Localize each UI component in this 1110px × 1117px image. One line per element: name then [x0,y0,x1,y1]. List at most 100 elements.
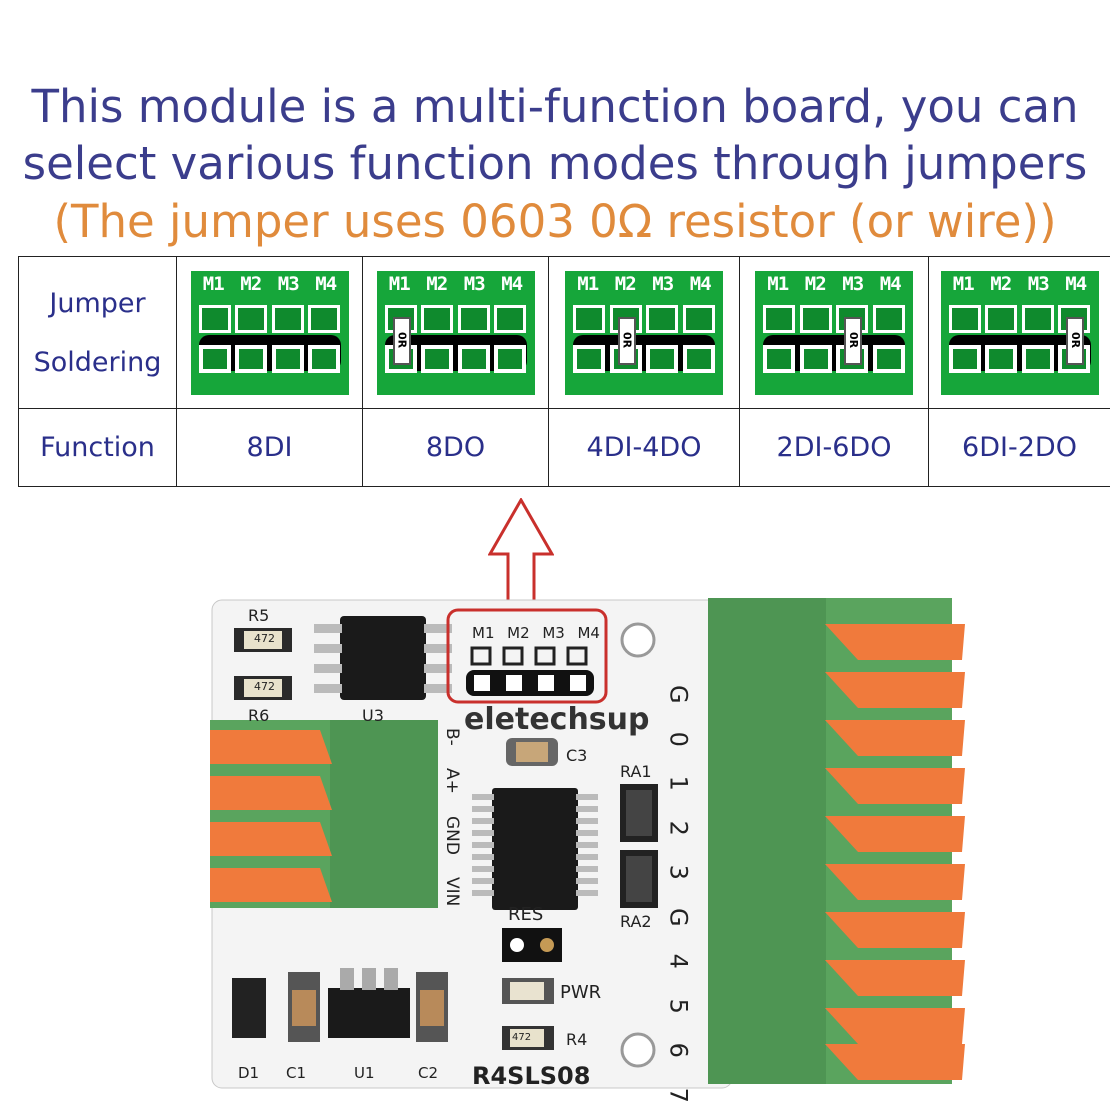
jumper-label-m1: M1 [472,624,495,642]
io-pin-1: 1 [656,771,701,795]
function-8do: 8DO [363,409,549,487]
solder-pad [199,305,231,333]
label-r5: R5 [248,606,269,625]
pad-label-m2: M2 [990,273,1011,295]
function-4di-4do: 4DI-4DO [549,409,740,487]
pin-label-vin: VIN [442,877,462,906]
pad-label-m3: M3 [652,273,673,295]
jumper-label-m3: M3 [542,624,565,642]
solder-pad [949,345,981,373]
solder-pad [763,305,795,333]
solder-pad [235,345,267,373]
pad-label-m1: M1 [577,273,598,295]
pad-label-m1: M1 [767,273,788,295]
jumper-soldering-header: Jumper Soldering [19,257,177,409]
jumper-label-m4: M4 [577,624,600,642]
solder-pad [573,305,605,333]
jumper-label: Jumper [19,288,176,319]
jumper-label-m2: M2 [507,624,530,642]
zero-ohm-resistor: 0R [844,317,862,365]
r6-value: 472 [254,680,275,693]
io-pin-4: 4 [656,949,701,973]
pad-row2 [573,345,715,373]
r5-value: 472 [254,632,275,645]
solder-pad [683,305,715,333]
io-pin-7: 7 [656,1083,701,1107]
solder-pad [949,305,981,333]
label-d1: D1 [238,1064,259,1082]
solder-pad [272,345,304,373]
r4-value: 472 [512,1032,531,1043]
pad-label-m3: M3 [1028,273,1049,295]
label-ra1: RA1 [620,762,652,781]
io-pin-2: 2 [656,816,701,840]
label-r6: R6 [248,706,269,725]
solder-pad [494,345,526,373]
io-pin-g1: G [656,682,701,706]
label-pwr: PWR [560,982,601,1003]
pin-label-b: B- [442,728,462,746]
pad-label-m3: M3 [842,273,863,295]
label-ra2: RA2 [620,912,652,931]
headline-line-1: This module is a multi-function board, y… [0,80,1110,133]
io-pin-labels: G 0 1 2 3 G 4 5 6 7 [666,672,690,1117]
pad-label-m4: M4 [501,273,522,295]
solder-pad [800,305,832,333]
pad-label-m3: M3 [278,273,299,295]
label-u3: U3 [362,706,384,725]
solder-pad [1022,305,1054,333]
solder-pad [683,345,715,373]
pad-row2 [199,345,341,373]
zero-ohm-resistor: 0R [1066,317,1084,365]
pad-row1 [573,305,715,333]
function-label: Function [19,409,177,487]
model-number: R4SLS08 [472,1062,590,1090]
function-8di: 8DI [177,409,363,487]
headline-line-2: select various function modes through ju… [0,137,1110,190]
pcb-board-photo: R5 472 472 R6 U3 M1 M2 M3 M4 eletechsup … [210,598,970,1090]
io-pin-0: 0 [656,727,701,751]
solder-pad [421,305,453,333]
pad-label-m2: M2 [240,273,261,295]
solder-pad [873,305,905,333]
solder-pad [308,305,340,333]
pad-row1 [199,305,341,333]
pad-label-m1: M1 [953,273,974,295]
label-c3: C3 [566,746,587,765]
io-pin-5: 5 [656,994,701,1018]
solder-pad [272,305,304,333]
solder-pad [458,305,490,333]
solder-pad [235,305,267,333]
brand-logo: eletechsup [464,702,650,737]
zero-ohm-resistor: 0R [393,317,411,365]
solder-pad [873,345,905,373]
solder-pad [458,345,490,373]
pad-label-m4: M4 [690,273,711,295]
solder-pad [646,345,678,373]
solder-pad [1022,345,1054,373]
function-6di-2do: 6DI-2DO [929,409,1110,487]
jumper-labels: M1 M2 M3 M4 [472,624,600,642]
solder-pad [985,345,1017,373]
solder-pad [494,305,526,333]
pcb-board-graphic [210,598,970,1090]
zero-ohm-resistor: 0R [618,317,636,365]
io-pin-6: 6 [656,1038,701,1062]
label-c1: C1 [286,1064,306,1082]
pin-label-a: A+ [442,768,462,794]
headline-line-3: (The jumper uses 0603 0Ω resistor (or wi… [0,195,1110,248]
label-r4: R4 [566,1030,587,1049]
pin-label-gnd: GND [442,816,462,855]
solder-pad [308,345,340,373]
